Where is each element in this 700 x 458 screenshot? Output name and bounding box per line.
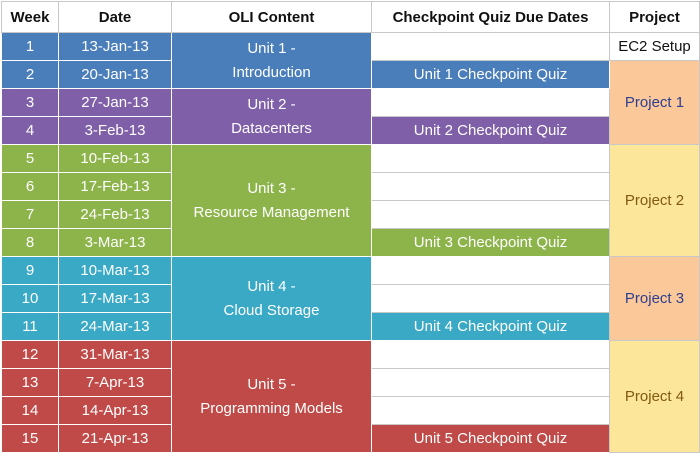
date-cell: 21-Apr-13 bbox=[58, 424, 172, 453]
unit-cell: Unit 4 - Cloud Storage bbox=[171, 256, 372, 341]
unit-cell: Unit 1 - Introduction bbox=[171, 32, 372, 89]
week-cell: 13 bbox=[1, 368, 59, 397]
date-cell: 24-Feb-13 bbox=[58, 200, 172, 229]
date-cell: 27-Jan-13 bbox=[58, 88, 172, 117]
week-cell: 15 bbox=[1, 424, 59, 453]
date-cell: 3-Feb-13 bbox=[58, 116, 172, 145]
date-cell: 10-Feb-13 bbox=[58, 144, 172, 173]
week-cell: 2 bbox=[1, 60, 59, 89]
empty-quiz-cell bbox=[371, 396, 610, 425]
unit-title: Unit 4 - bbox=[247, 278, 296, 296]
header-quiz-due-dates: Checkpoint Quiz Due Dates bbox=[371, 1, 610, 33]
header-oli-content: OLI Content bbox=[171, 1, 372, 33]
date-cell: 3-Mar-13 bbox=[58, 228, 172, 257]
date-cell: 7-Apr-13 bbox=[58, 368, 172, 397]
week-cell: 12 bbox=[1, 340, 59, 369]
project-cell: Project 2 bbox=[609, 144, 700, 257]
week-cell: 1 bbox=[1, 32, 59, 61]
unit-title: Unit 3 - bbox=[247, 180, 296, 198]
checkpoint-quiz-cell: Unit 1 Checkpoint Quiz bbox=[371, 60, 610, 89]
unit-cell: Unit 3 - Resource Management bbox=[171, 144, 372, 257]
unit-cell: Unit 5 - Programming Models bbox=[171, 340, 372, 453]
empty-quiz-cell bbox=[371, 88, 610, 117]
unit-cell: Unit 2 - Datacenters bbox=[171, 88, 372, 145]
week-cell: 4 bbox=[1, 116, 59, 145]
empty-quiz-cell bbox=[371, 200, 610, 229]
empty-quiz-cell bbox=[371, 32, 610, 61]
unit-subtitle: Resource Management bbox=[193, 203, 350, 221]
project-cell: Project 3 bbox=[609, 256, 700, 341]
project-cell: Project 1 bbox=[609, 60, 700, 145]
empty-quiz-cell bbox=[371, 172, 610, 201]
header-project: Project bbox=[609, 1, 700, 33]
unit-subtitle: Datacenters bbox=[231, 119, 312, 137]
unit-subtitle: Programming Models bbox=[200, 399, 343, 417]
checkpoint-quiz-cell: Unit 2 Checkpoint Quiz bbox=[371, 116, 610, 145]
empty-quiz-cell bbox=[371, 368, 610, 397]
week-cell: 9 bbox=[1, 256, 59, 285]
date-cell: 20-Jan-13 bbox=[58, 60, 172, 89]
unit-title: Unit 5 - bbox=[247, 376, 296, 394]
empty-quiz-cell bbox=[371, 284, 610, 313]
week-cell: 14 bbox=[1, 396, 59, 425]
checkpoint-quiz-cell: Unit 4 Checkpoint Quiz bbox=[371, 312, 610, 341]
empty-quiz-cell bbox=[371, 144, 610, 173]
project-cell: Project 4 bbox=[609, 340, 700, 453]
unit-subtitle: Introduction bbox=[232, 63, 311, 81]
checkpoint-quiz-cell: Unit 3 Checkpoint Quiz bbox=[371, 228, 610, 257]
date-cell: 17-Feb-13 bbox=[58, 172, 172, 201]
project-cell: EC2 Setup bbox=[609, 32, 700, 61]
week-cell: 8 bbox=[1, 228, 59, 257]
week-cell: 7 bbox=[1, 200, 59, 229]
checkpoint-quiz-cell: Unit 5 Checkpoint Quiz bbox=[371, 424, 610, 453]
date-cell: 10-Mar-13 bbox=[58, 256, 172, 285]
unit-title: Unit 2 - bbox=[247, 96, 296, 114]
week-cell: 5 bbox=[1, 144, 59, 173]
header-date: Date bbox=[58, 1, 172, 33]
date-cell: 13-Jan-13 bbox=[58, 32, 172, 61]
unit-title: Unit 1 - bbox=[247, 40, 296, 58]
date-cell: 17-Mar-13 bbox=[58, 284, 172, 313]
week-cell: 10 bbox=[1, 284, 59, 313]
empty-quiz-cell bbox=[371, 256, 610, 285]
date-cell: 24-Mar-13 bbox=[58, 312, 172, 341]
date-cell: 31-Mar-13 bbox=[58, 340, 172, 369]
header-week: Week bbox=[1, 1, 59, 33]
empty-quiz-cell bbox=[371, 340, 610, 369]
date-cell: 14-Apr-13 bbox=[58, 396, 172, 425]
week-cell: 6 bbox=[1, 172, 59, 201]
header-row: Week Date OLI Content Checkpoint Quiz Du… bbox=[1, 1, 700, 33]
unit-subtitle: Cloud Storage bbox=[223, 301, 320, 319]
week-cell: 3 bbox=[1, 88, 59, 117]
week-cell: 11 bbox=[1, 312, 59, 341]
